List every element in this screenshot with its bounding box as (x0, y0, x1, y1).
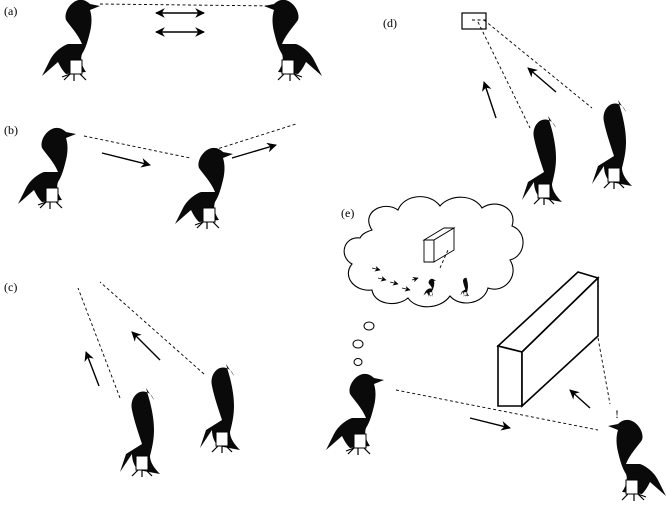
gaze-arrow-c-right (131, 331, 161, 361)
crow-a-right (264, 0, 322, 81)
panel-d (461, 12, 633, 206)
gaze-arrow-b-second (231, 142, 277, 159)
gaze-arrow-d-right (527, 67, 557, 93)
crow-c-right (199, 363, 241, 454)
gaze-line-c-right (99, 281, 205, 375)
gaze-arrow-c-left (84, 351, 100, 387)
mini-barrier (422, 227, 456, 263)
thought-bubble-2 (352, 339, 364, 349)
target-object-d (461, 12, 487, 30)
panel-e: ! (325, 196, 666, 501)
mini-arrows (371, 266, 419, 292)
gaze-line-c-left (77, 287, 121, 399)
crow-e-gazer (608, 420, 666, 501)
panel-label-b: (b) (4, 123, 18, 137)
panel-label-e: (e) (341, 206, 355, 220)
crow-e-observer (325, 373, 385, 456)
gaze-arrow-e-ground (469, 417, 511, 431)
crow-a-left (41, 0, 101, 82)
gaze-arrow-e-barrier (569, 389, 591, 409)
gaze-line-e-barrier (597, 337, 611, 405)
thought-bubble-3 (353, 358, 363, 366)
panel-b (17, 123, 297, 230)
gaze-arrow-d-left (482, 81, 497, 119)
gaze-line-a (99, 3, 277, 7)
panel-label-d: (d) (383, 16, 397, 30)
gaze-arrow-b-first (101, 152, 151, 168)
gaze-line-b-second (213, 123, 297, 151)
crow-d-right (591, 99, 633, 190)
panel-a (41, 0, 322, 82)
gaze-line-d-right (483, 19, 593, 109)
crow-d-left (521, 115, 563, 206)
gaze-line-b-first (83, 135, 191, 159)
crow-c-left (119, 387, 161, 478)
crow-b-right (174, 147, 234, 230)
panel-c (77, 281, 241, 478)
crow-b-left (17, 127, 77, 210)
panel-label-a: (a) (4, 4, 18, 18)
surprise-mark: ! (615, 407, 619, 421)
barrier (496, 271, 600, 408)
thought-bubble-1 (363, 321, 375, 331)
gaze-line-e-ground (395, 389, 599, 431)
gaze-line-d-left (477, 21, 531, 129)
panel-label-c: (c) (4, 280, 18, 294)
